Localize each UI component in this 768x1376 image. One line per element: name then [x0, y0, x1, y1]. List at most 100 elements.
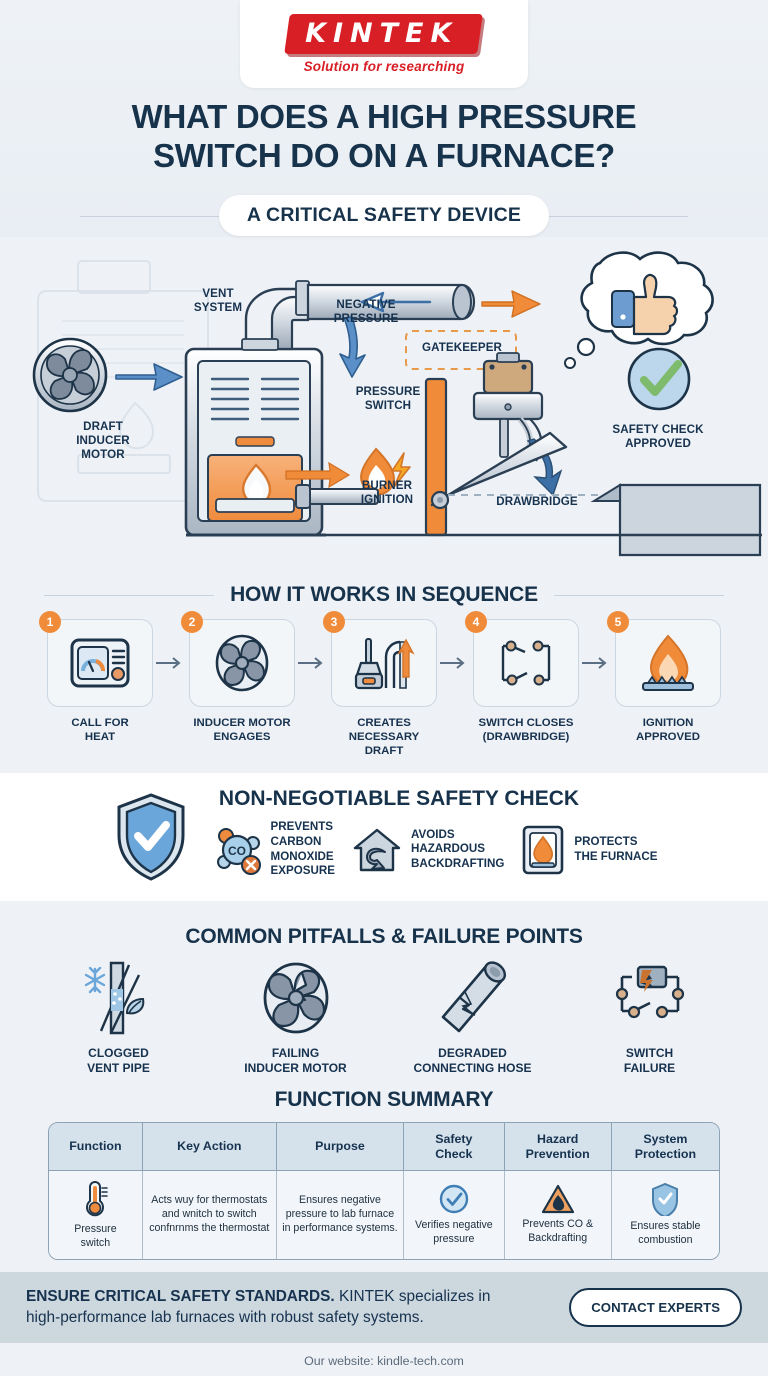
- th-function: Function: [49, 1122, 143, 1172]
- furnace-flame-icon: [523, 825, 564, 874]
- warning-flame-icon: [541, 1185, 574, 1214]
- safety-heading: NON-NEGOTIABLE SAFETY CHECK: [218, 786, 580, 810]
- page-title-line1: WHAT DOES A HIGH PRESSURE: [131, 98, 637, 135]
- brand-logo: KINTEK Solution for researching: [240, 0, 528, 88]
- exhaust-arrow-icon: [481, 290, 541, 318]
- sequence-heading-row: HOW IT WORKS IN SEQUENCE: [0, 582, 768, 607]
- sequence-arrow-3: [437, 619, 473, 707]
- co-molecule-icon: CO: [216, 827, 261, 875]
- label-drawbridge: DRAWBRIDGE: [496, 494, 578, 508]
- airflow-arrow-icon: [115, 363, 183, 391]
- brand-name: KINTEK: [284, 14, 484, 54]
- cta-text-bold: ENSURE CRITICAL SAFETY STANDARDS.: [26, 1287, 335, 1305]
- negative-pressure-arrow-icon: [339, 316, 366, 378]
- contact-experts-button[interactable]: CONTACT EXPERTS: [569, 1287, 742, 1327]
- vent-pipe: [241, 279, 476, 351]
- page-title-line2: SWITCH DO ON A FURNACE?: [153, 136, 615, 174]
- gas-pipe: [295, 483, 379, 509]
- subtitle-row: A CRITICAL SAFETY DEVICE: [28, 195, 740, 237]
- thought-bubble-thumbs-up-icon: [564, 251, 714, 369]
- clogged-pipe-icon: [84, 961, 144, 1034]
- cta-band: ENSURE CRITICAL SAFETY STANDARDS. KINTEK…: [0, 1271, 768, 1344]
- sequence-heading: HOW IT WORKS IN SEQUENCE: [214, 582, 554, 606]
- label-gatekeeper: GATEKEEPER: [421, 340, 503, 354]
- cell-hazard-prevention: Prevents CO &Backdrafting: [504, 1171, 612, 1259]
- switch-failure-icon: [615, 965, 684, 1018]
- step-badge-5: 5: [607, 610, 629, 633]
- step-card: 2: [181, 610, 295, 707]
- internal-flow-arrow-icon: [285, 461, 351, 489]
- step-card: 4: [465, 610, 579, 707]
- step-card: 5: [607, 610, 721, 707]
- draft-hose-icon: [354, 637, 415, 689]
- th-purpose: Purpose: [276, 1122, 405, 1172]
- step-badge-1: 1: [39, 610, 61, 633]
- step-card: 1: [39, 610, 153, 707]
- sequence-step-4[interactable]: 4 SWITCH CLOSES(DRAWBRIDGE): [465, 610, 579, 745]
- cracked-hose-icon: [441, 961, 506, 1032]
- landing-platform: [590, 483, 762, 556]
- sequence-arrow-4: [579, 619, 615, 707]
- furnace-diagram-svg: [32, 251, 762, 556]
- step-badge-2: 2: [181, 610, 203, 633]
- pitfalls-heading: COMMON PITFALLS & FAILURE POINTS: [169, 924, 599, 948]
- step-label-4: SWITCH CLOSES(DRAWBRIDGE): [478, 716, 574, 744]
- circuit-switch-icon: [501, 640, 551, 686]
- thermometer-icon: [86, 1181, 109, 1217]
- step-badge-4: 4: [465, 610, 487, 633]
- pitfalls-section: COMMON PITFALLS & FAILURE POINTS CLOGGED…: [0, 901, 768, 1082]
- shield-check-icon: [652, 1183, 679, 1217]
- cell-purpose: Ensures negative pressure to lab furnace…: [276, 1171, 405, 1259]
- safety-check-approved-icon: [627, 347, 691, 411]
- sequence-arrow-1: [153, 619, 189, 707]
- step-card: 3: [323, 610, 437, 707]
- burner-flame-icon: [642, 634, 694, 691]
- subtitle-pill: A CRITICAL SAFETY DEVICE: [218, 195, 550, 237]
- website-line: Our website: kindle-tech.com: [0, 1343, 768, 1369]
- page-title: WHAT DOES A HIGH PRESSURE SWITCH DO ON A…: [28, 98, 740, 176]
- cta-text: ENSURE CRITICAL SAFETY STANDARDS. KINTEK…: [26, 1286, 496, 1329]
- check-circle-icon: [439, 1185, 469, 1214]
- step-badge-3: 3: [323, 610, 345, 633]
- thermostat-icon: [70, 638, 130, 688]
- big-shield-check-icon: [117, 793, 185, 881]
- cta-text-rest: KINTEK specializes in high-performance l…: [26, 1287, 491, 1327]
- furnace-body: [184, 347, 326, 537]
